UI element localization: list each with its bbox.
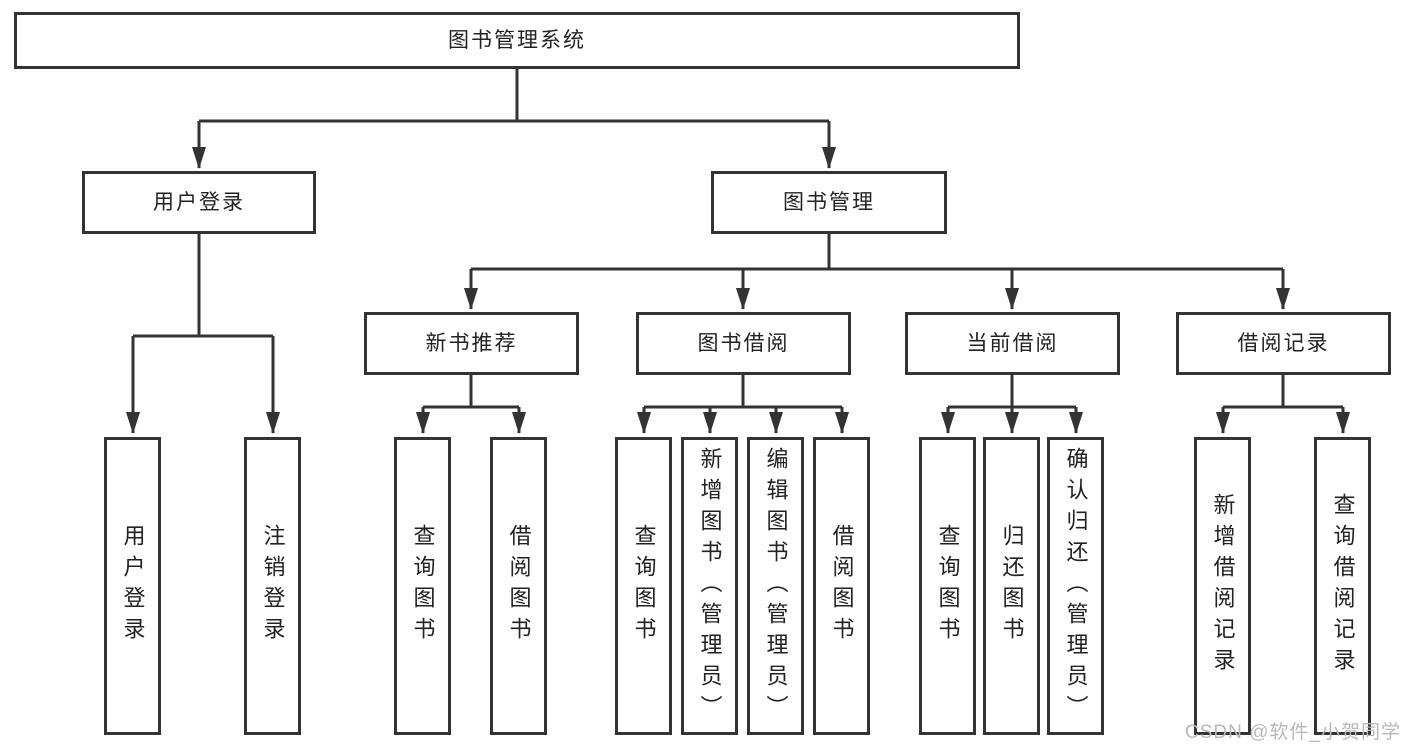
node-book-management: 图书管理: [711, 171, 947, 234]
leaf-logout: 注销登录: [244, 437, 301, 735]
leaf-borrow-books-recommend: 借阅图书: [490, 437, 547, 735]
leaf-add-book-admin: 新增图书（管理员）: [681, 437, 738, 735]
leaf-confirm-return-admin: 确认归还（管理员）: [1047, 437, 1104, 735]
node-user-login: 用户登录: [82, 171, 316, 234]
watermark: CSDN @软件_小贺同学: [1185, 722, 1401, 743]
node-new-book-recommend: 新书推荐: [364, 312, 579, 375]
node-current-borrow: 当前借阅: [905, 312, 1120, 375]
leaf-query-books-borrow: 查询图书: [615, 437, 672, 735]
leaf-user-login: 用户登录: [104, 437, 161, 735]
leaf-add-borrow-record: 新增借阅记录: [1194, 437, 1251, 735]
leaf-query-books-current: 查询图书: [919, 437, 976, 735]
leaf-borrow-books: 借阅图书: [813, 437, 870, 735]
node-borrow-records: 借阅记录: [1176, 312, 1391, 375]
leaf-return-book: 归还图书: [983, 437, 1040, 735]
node-root-system: 图书管理系统: [14, 12, 1020, 69]
leaf-edit-book-admin: 编辑图书（管理员）: [747, 437, 804, 735]
leaf-query-borrow-record: 查询借阅记录: [1314, 437, 1371, 735]
leaf-query-books-recommend: 查询图书: [394, 437, 451, 735]
node-book-borrow: 图书借阅: [636, 312, 851, 375]
